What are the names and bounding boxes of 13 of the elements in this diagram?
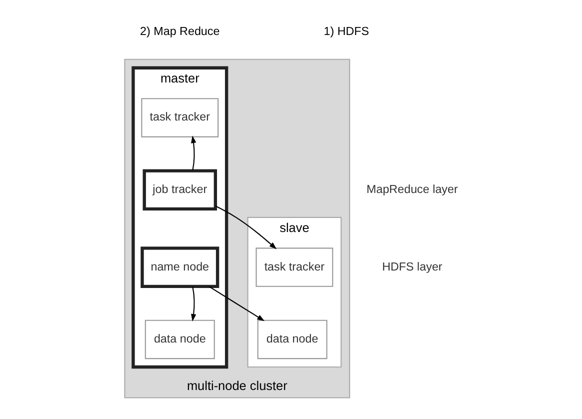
label: 1) HDFS: [324, 24, 370, 38]
arrow: [191, 286, 196, 322]
label: 2) Map Reduce: [140, 24, 220, 38]
label: HDFS layer: [382, 260, 442, 274]
node-box: task tracker: [256, 248, 334, 287]
arrow: [208, 286, 265, 322]
label: MapReduce layer: [366, 182, 458, 196]
node-box: task tracker: [141, 98, 219, 138]
node-box: name node: [140, 246, 220, 288]
node-box: data node: [257, 320, 328, 360]
node-box: job tracker: [142, 169, 217, 211]
node-box: data node: [144, 320, 215, 360]
arrow: [191, 136, 196, 170]
